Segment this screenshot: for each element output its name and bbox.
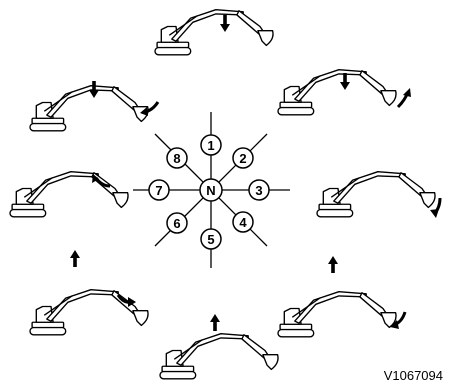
- excavator-position-3: [316, 171, 436, 218]
- position-6-circle: [166, 212, 188, 234]
- position-7-circle: [148, 179, 170, 201]
- arrow-up-icon: [210, 314, 220, 331]
- excavator-position-7: [9, 171, 129, 218]
- figure-reference: V1067094: [383, 368, 443, 383]
- arrow-down-icon: [220, 15, 230, 32]
- position-8-circle: [166, 147, 188, 169]
- excavator-position-8: [29, 85, 149, 132]
- position-1-label: 1: [207, 138, 214, 153]
- position-2-circle: [232, 147, 254, 169]
- excavator-position-1: [154, 9, 274, 56]
- excavator-position-4: [277, 291, 397, 338]
- position-7-label: 7: [155, 183, 162, 198]
- position-5-circle: [200, 228, 222, 250]
- position-3-circle: [248, 179, 270, 201]
- arrow-down-icon: [340, 73, 350, 90]
- position-3-label: 3: [255, 183, 262, 198]
- neutral-circle: [199, 178, 223, 202]
- excavator-position-6: [29, 289, 149, 336]
- position-1-circle: [200, 134, 222, 156]
- neutral-label: N: [206, 183, 215, 198]
- arrow-up-icon: [328, 256, 338, 273]
- position-4-label: 4: [239, 215, 247, 230]
- position-2-label: 2: [239, 151, 246, 166]
- arrow-up-icon: [70, 250, 80, 267]
- position-8-label: 8: [173, 151, 180, 166]
- position-6-label: 6: [173, 216, 180, 231]
- position-4-circle: [232, 211, 254, 233]
- excavator-position-5: [159, 333, 279, 380]
- excavator-position-2: [277, 69, 397, 116]
- position-5-label: 5: [207, 232, 214, 247]
